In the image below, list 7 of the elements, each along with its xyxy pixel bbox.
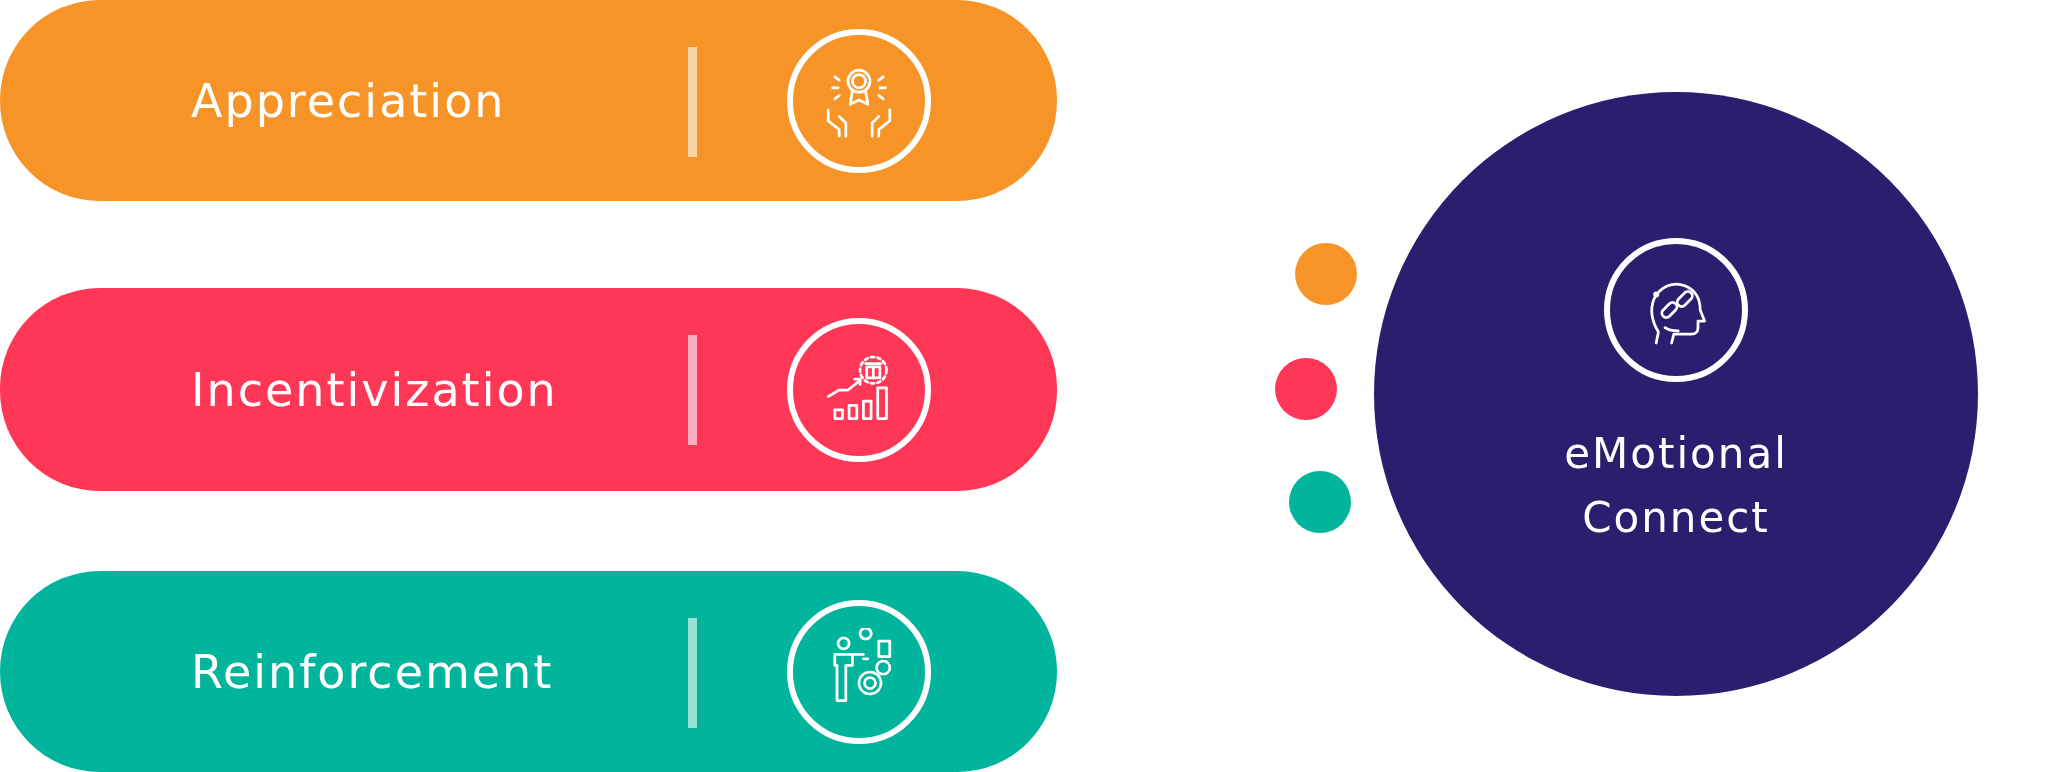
pill-label: Appreciation bbox=[191, 72, 506, 130]
label-pill bbox=[0, 288, 1057, 491]
pill-label: Reinforcement bbox=[191, 643, 554, 701]
pill-label: Incentivization bbox=[191, 361, 558, 419]
label-pill bbox=[0, 0, 1057, 201]
label-pill bbox=[0, 571, 1057, 772]
circle-title: eMotional Connect bbox=[1563, 428, 1789, 544]
